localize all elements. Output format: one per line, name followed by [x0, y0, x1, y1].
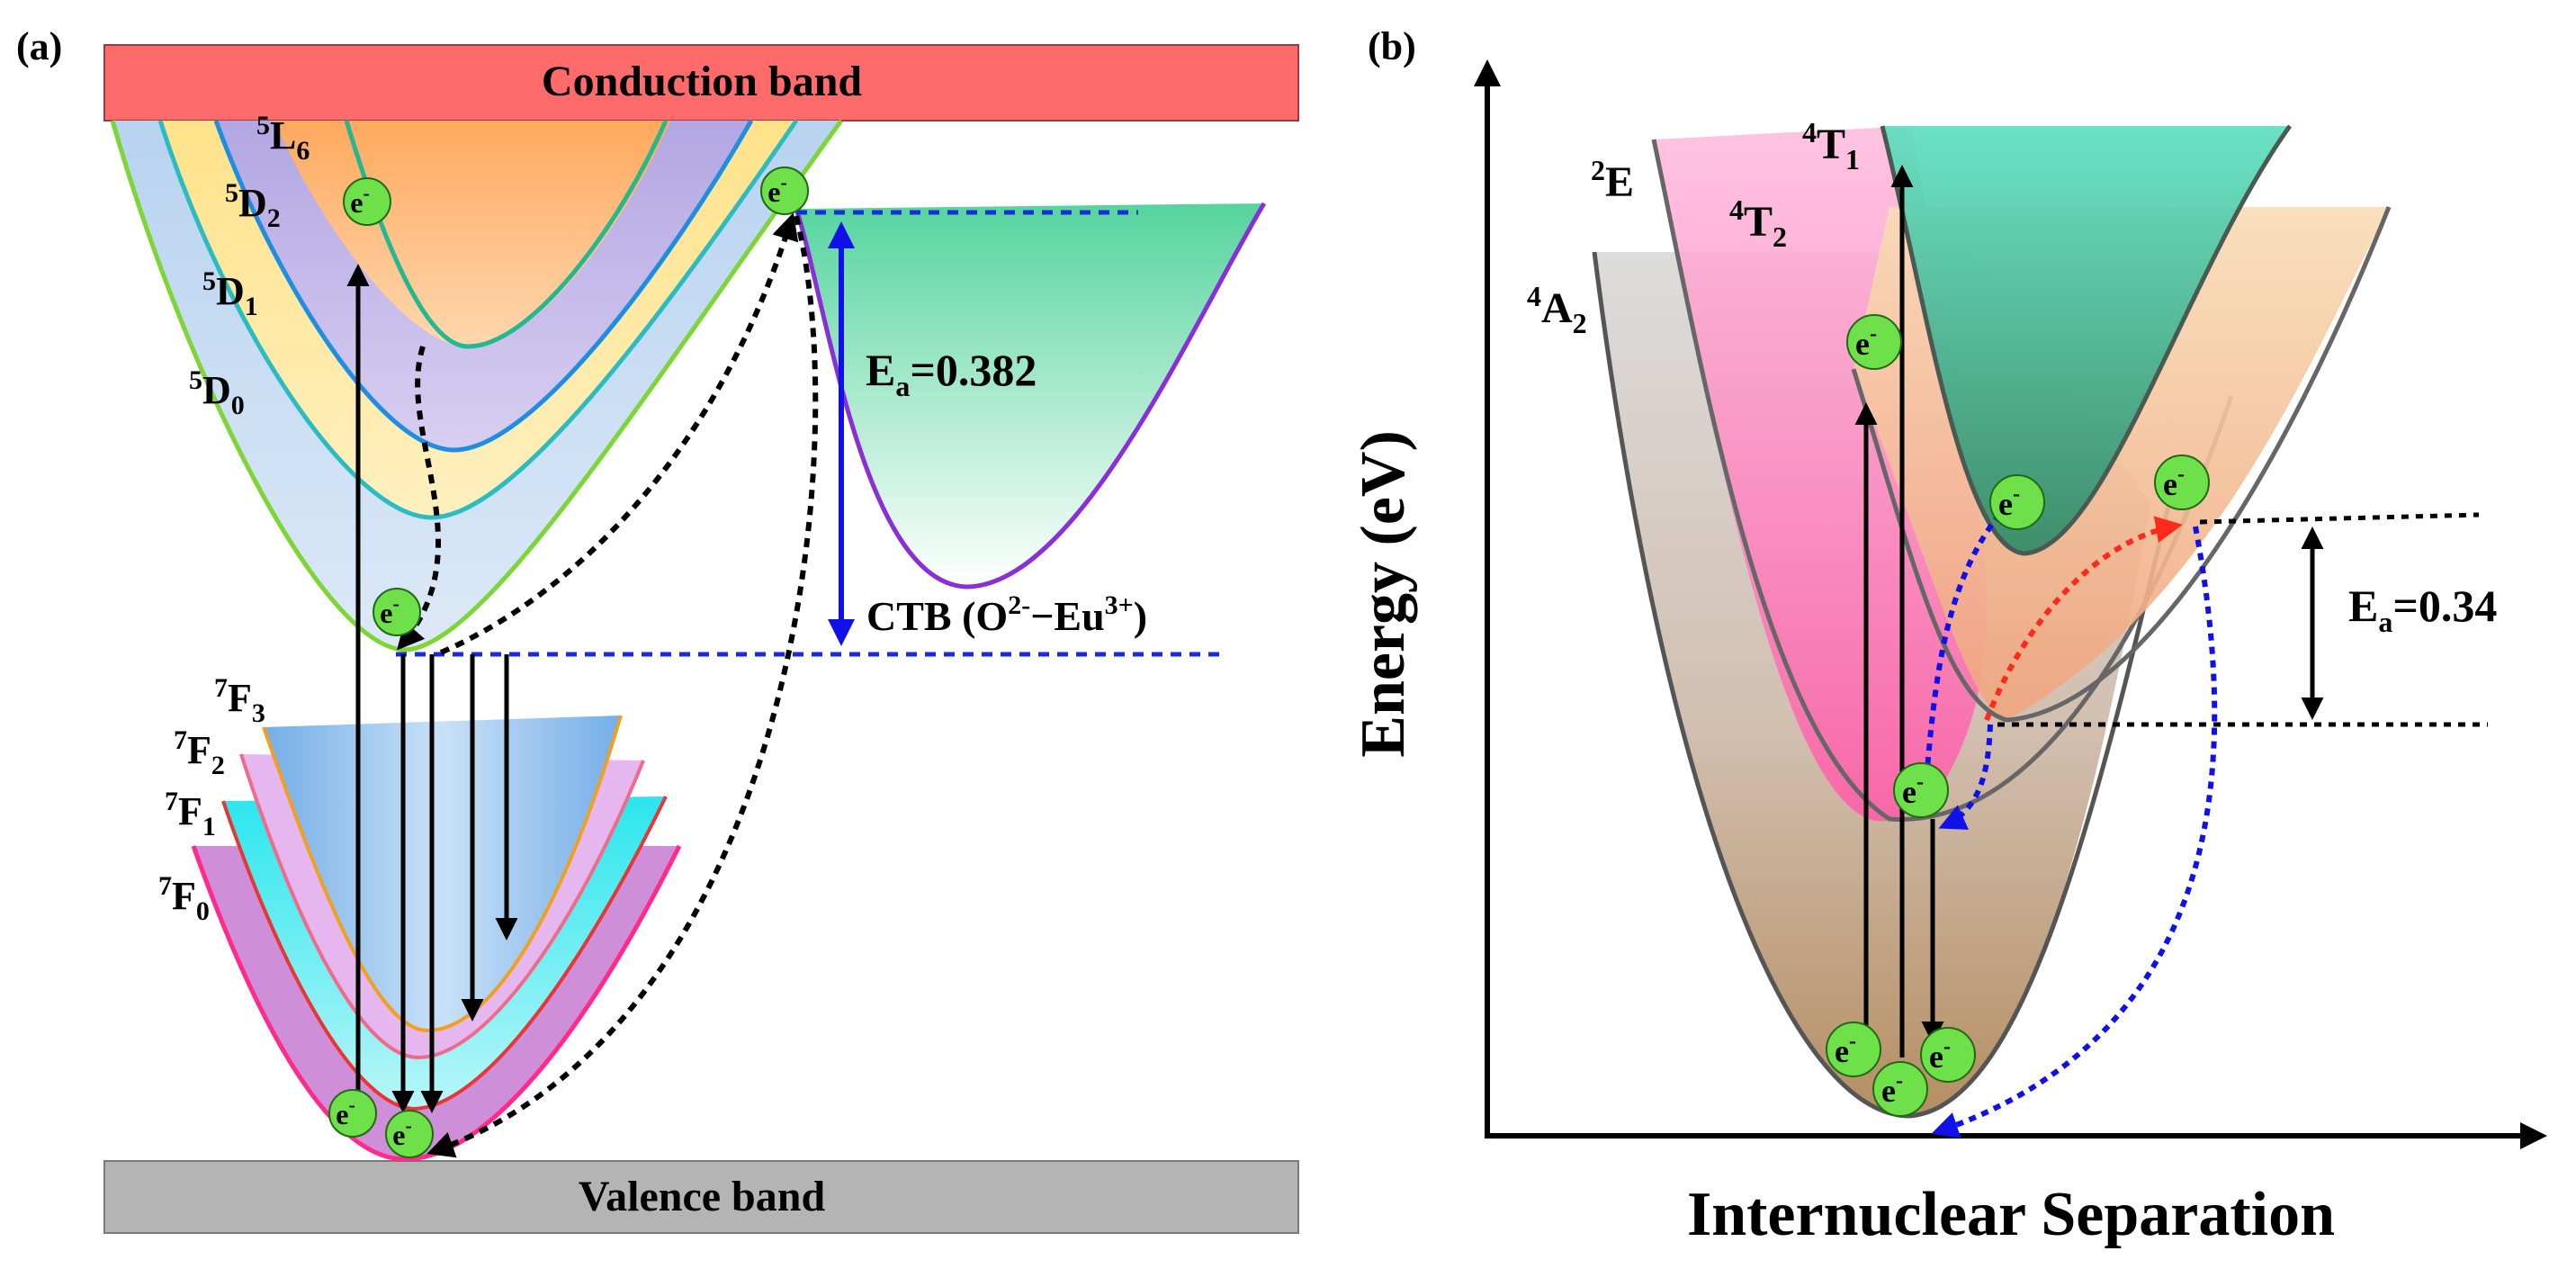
- svg-text:e-: e-: [1929, 1035, 1951, 1075]
- state-label-5d0: 5D0: [189, 365, 245, 420]
- svg-text:e-: e-: [336, 1094, 355, 1130]
- state-label-7f3: 7F3: [214, 673, 265, 728]
- valence-band-label: Valence band: [579, 1173, 826, 1220]
- 5l6-curve: [344, 120, 669, 349]
- thermal-activation-red-arrow: [1984, 516, 2183, 722]
- conduction-band: [103, 44, 1299, 122]
- state-label-4a2: 4A2: [1527, 280, 1587, 339]
- electron-b-ground-3: e-: [1920, 1027, 1976, 1083]
- svg-text:e-: e-: [1855, 322, 1877, 362]
- 4t2-crossing-level: [2199, 512, 2480, 525]
- y-axis-label: Energy (eV): [1349, 430, 1418, 758]
- state-label-7f0: 7F0: [158, 871, 210, 926]
- state-label-2e: 2E: [1591, 154, 1634, 206]
- 7f3-fill: [264, 716, 621, 1030]
- svg-text:e-: e-: [1902, 770, 1924, 810]
- 5d1-curve: [157, 119, 799, 520]
- state-label-5d1: 5D1: [202, 266, 258, 321]
- ctb-label: CTB (O2-−Eu3+): [866, 590, 1147, 639]
- 4t1-to-2e-dashed-arrow: [1914, 501, 2011, 796]
- panel-a-label: (a): [16, 24, 62, 68]
- 4t2-curve: [1851, 206, 2392, 723]
- state-label-7f1: 7F1: [165, 787, 216, 842]
- relaxation-dashed-arrow: [397, 346, 442, 651]
- svg-text:e-: e-: [1998, 482, 2020, 522]
- 7f2-curve: [239, 753, 645, 1060]
- electron-b-ground-1: e-: [1826, 1022, 1881, 1077]
- 7f0-curve: [191, 844, 682, 1162]
- svg-text:e-: e-: [380, 592, 399, 629]
- state-label-5l6: 5L6: [256, 111, 310, 166]
- crossover-return-dashed-arrow: [1931, 526, 2218, 1138]
- svg-text:e-: e-: [1835, 1030, 1856, 1069]
- svg-text:e-: e-: [350, 182, 370, 219]
- ctb-return-dashed-arrow: [426, 215, 819, 1158]
- state-label-4t2: 4T2: [1729, 194, 1787, 253]
- 7f3-curve: [262, 715, 623, 1033]
- thermal-activation-dashed-arrow: [439, 212, 799, 655]
- 4t1-fill: [1882, 126, 2290, 554]
- state-label-4t1: 4T1: [1802, 116, 1860, 176]
- conduction-band-label: Conduction band: [542, 58, 862, 105]
- x-axis-label: Internuclear Separation: [1687, 1180, 2335, 1249]
- 5d2-curve: [213, 119, 754, 453]
- electron-b-2e: e-: [1893, 762, 1949, 818]
- activation-energy-label-a: Ea=0.382: [866, 345, 1037, 402]
- activation-energy-label-b: Ea=0.34: [2348, 580, 2497, 638]
- state-label-5d2: 5D2: [225, 178, 281, 233]
- state-label-7f2: 7F2: [174, 725, 225, 780]
- electron-b-4t1: e-: [1989, 474, 2045, 530]
- electron-a-ground-1: e-: [328, 1089, 377, 1138]
- 4t2-to-2e-dashed-arrow: [1938, 724, 1993, 830]
- electron-b-4t2-upper: e-: [1846, 314, 1902, 370]
- svg-text:e-: e-: [392, 1114, 412, 1151]
- electron-a-ground-2: e-: [385, 1110, 434, 1158]
- 5l6-fill: [274, 121, 670, 346]
- ctb-fill: [796, 203, 1264, 587]
- svg-text:e-: e-: [767, 171, 787, 208]
- electron-b-ground-2: e-: [1872, 1061, 1928, 1117]
- panel-b-label: (b): [1368, 24, 1416, 68]
- valence-band: [103, 1160, 1299, 1234]
- svg-text:e-: e-: [1881, 1069, 1903, 1109]
- 4t1-curve: [1880, 124, 2293, 556]
- 2e-curve: [1651, 139, 2234, 822]
- electron-a-ctb: e-: [760, 166, 809, 215]
- electron-a-5d0: e-: [372, 588, 421, 636]
- electron-b-crossing: e-: [2154, 454, 2210, 510]
- svg-text:e-: e-: [2163, 463, 2185, 502]
- electron-a-5l6: e-: [343, 177, 391, 226]
